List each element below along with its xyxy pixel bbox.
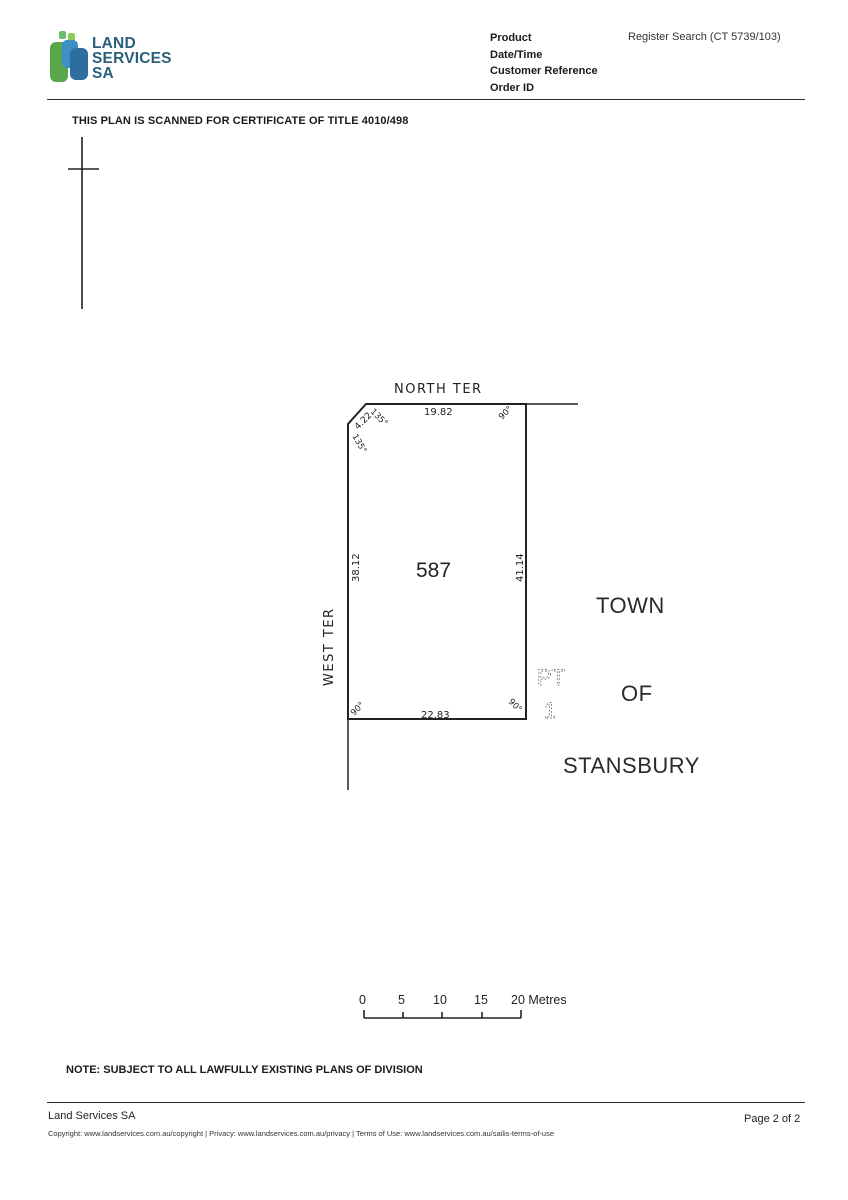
- town-line-3: STANSBURY: [563, 753, 700, 778]
- pt-number: 1: [544, 698, 556, 723]
- lot-boundary: [347, 403, 527, 720]
- lot-number: 587: [416, 559, 452, 582]
- footer-organisation: Land Services SA: [48, 1110, 136, 1122]
- product-value: Register Search (CT 5739/103): [628, 31, 781, 43]
- scale-bar: [363, 1010, 522, 1019]
- plan-note: NOTE: SUBJECT TO ALL LAWFULLY EXISTING P…: [66, 1064, 423, 1076]
- angle-south-east: 90°: [506, 697, 524, 715]
- meta-label-order-id: Order ID: [490, 81, 535, 94]
- header-meta-labels: Product Date/Time Customer Reference Ord…: [490, 30, 598, 96]
- scale-tick-10: 10: [433, 993, 447, 1007]
- land-services-logo-icon: [50, 30, 90, 84]
- dimension-north: 19.82: [424, 407, 453, 418]
- meta-label-product: Product: [490, 32, 532, 44]
- angle-corner-b: 135°: [349, 433, 368, 456]
- dimension-east: 41.14: [515, 553, 526, 582]
- footer-divider: [47, 1102, 805, 1103]
- scale-tick-5: 5: [398, 993, 405, 1007]
- scale-tick-20-metres: 20 Metres: [511, 993, 567, 1007]
- logo-wordmark: LAND SERVICES SA: [92, 35, 172, 82]
- dimension-west: 38.12: [351, 553, 362, 582]
- dimension-south: 22.83: [421, 710, 450, 721]
- angle-south-west: 90°: [349, 700, 367, 718]
- meta-label-customer-reference: Customer Reference: [490, 65, 598, 77]
- logo-line-3: SA: [92, 65, 114, 82]
- pt-label: PT: [537, 665, 565, 690]
- scale-tick-15: 15: [474, 993, 488, 1007]
- meta-label-datetime: Date/Time: [490, 48, 543, 61]
- north-arrow-icon: [68, 137, 99, 309]
- plan-heading: THIS PLAN IS SCANNED FOR CERTIFICATE OF …: [72, 115, 409, 127]
- road-west-label: WEST TER: [322, 607, 337, 686]
- town-line-1: TOWN: [596, 593, 665, 618]
- road-north-label: NORTH TER: [394, 382, 483, 397]
- logo-line-2: SERVICES: [92, 50, 172, 67]
- footer-copyright-links[interactable]: Copyright: www.landservices.com.au/copyr…: [48, 1129, 555, 1138]
- scale-tick-0: 0: [359, 993, 366, 1007]
- page-indicator: Page 2 of 2: [744, 1113, 801, 1125]
- logo-line-1: LAND: [92, 35, 136, 52]
- header-divider: [47, 99, 805, 100]
- angle-north-east: 90°: [497, 404, 515, 422]
- town-line-2: OF: [621, 681, 653, 706]
- road-lines: [347, 403, 578, 790]
